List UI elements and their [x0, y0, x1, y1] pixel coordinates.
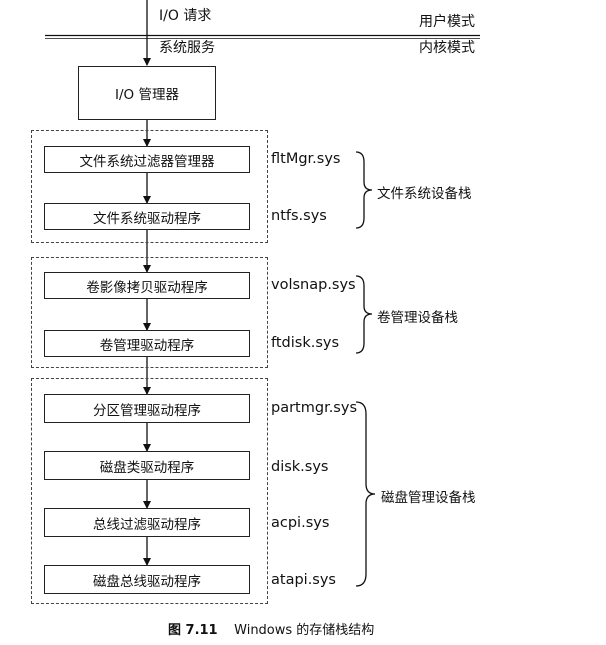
driver-name: 磁盘总线驱动程序 [93, 573, 201, 590]
kernel-mode-label: 内核模式 [419, 40, 475, 56]
file-ftdisk: ftdisk.sys [271, 335, 340, 351]
file-acpi: acpi.sys [271, 515, 330, 531]
driver-box-ftdisk: 卷管理驱动程序 [44, 330, 250, 357]
figure-title: Windows 的存储栈结构 [234, 623, 375, 638]
file-atapi: atapi.sys [271, 572, 336, 588]
io-request-label: I/O 请求 [159, 8, 212, 24]
driver-name: 分区管理驱动程序 [93, 402, 201, 419]
driver-box-disk: 磁盘类驱动程序 [44, 451, 250, 480]
filesystem-stack-label: 文件系统设备栈 [377, 186, 472, 202]
io-manager-box: I/O 管理器 [78, 66, 216, 120]
driver-name: 文件系统过滤器管理器 [79, 153, 215, 170]
user-mode-label: 用户模式 [419, 14, 475, 30]
driver-box-fltmgr: 文件系统过滤器管理器 [44, 146, 250, 173]
figure-number: 图 7.11 [168, 623, 218, 638]
driver-name: 文件系统驱动程序 [93, 210, 201, 227]
brace-volume [355, 275, 373, 354]
driver-box-volsnap: 卷影像拷贝驱动程序 [44, 272, 250, 299]
driver-box-atapi: 磁盘总线驱动程序 [44, 565, 250, 594]
io-manager-label: I/O 管理器 [115, 87, 179, 103]
disk-stack-label: 磁盘管理设备栈 [381, 490, 476, 506]
file-fltmgr: fltMgr.sys [271, 151, 341, 167]
system-service-label: 系统服务 [159, 40, 215, 56]
driver-name: 磁盘类驱动程序 [99, 459, 195, 476]
driver-box-ntfs: 文件系统驱动程序 [44, 203, 250, 230]
figure-caption: 图 7.11 Windows 的存储栈结构 [168, 619, 374, 638]
driver-name: 卷影像拷贝驱动程序 [86, 279, 208, 296]
volume-stack-group [31, 257, 268, 368]
file-volsnap: volsnap.sys [271, 277, 356, 293]
file-partmgr: partmgr.sys [271, 400, 357, 416]
brace-disk [355, 401, 376, 587]
driver-name: 总线过滤驱动程序 [93, 516, 201, 533]
file-ntfs: ntfs.sys [271, 208, 327, 224]
volume-stack-label: 卷管理设备栈 [377, 310, 458, 326]
driver-box-partmgr: 分区管理驱动程序 [44, 394, 250, 423]
file-disk: disk.sys [271, 459, 329, 475]
driver-name: 卷管理驱动程序 [99, 337, 195, 354]
disk-stack-group [31, 378, 268, 604]
brace-filesystem [355, 151, 373, 229]
driver-box-acpi: 总线过滤驱动程序 [44, 508, 250, 537]
filesystem-stack-group [31, 130, 268, 243]
